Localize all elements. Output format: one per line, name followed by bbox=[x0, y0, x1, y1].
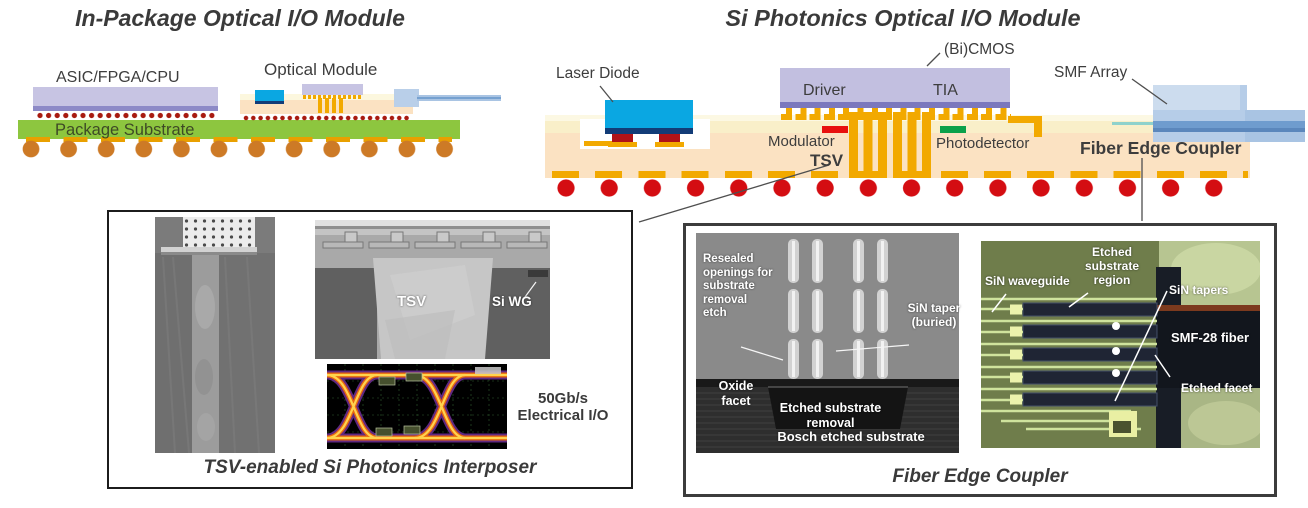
laser-pad bbox=[608, 142, 637, 147]
right-diagram-title: Si Photonics Optical I/O Module bbox=[725, 5, 1081, 31]
laser-diode-block bbox=[605, 100, 693, 128]
coupler-box-caption: Fiber Edge Coupler bbox=[892, 466, 1068, 487]
mini-cmos-chip bbox=[302, 84, 363, 95]
bicmos-chip bbox=[780, 68, 1010, 102]
sin-waveguide-pointer-line bbox=[991, 293, 1007, 313]
driver-label: Driver bbox=[803, 82, 846, 99]
laser-pad bbox=[655, 142, 684, 147]
etched-removal-label: Etched substrate removal bbox=[779, 401, 882, 430]
asic-microbumps bbox=[36, 112, 216, 120]
si-wg-structure bbox=[528, 270, 548, 277]
eye-rate-line1: 50Gb/s bbox=[537, 390, 589, 407]
smf-array-label: SMF Array bbox=[1054, 64, 1128, 81]
si-wg-pointer-line bbox=[524, 281, 537, 298]
fiber-core bbox=[1153, 121, 1305, 131]
optical-module-label: Optical Module bbox=[264, 60, 378, 79]
fiber-core-dark bbox=[1153, 128, 1305, 132]
asic-label: ASIC/FPGA/CPU bbox=[56, 69, 180, 86]
smf-array-lid bbox=[1153, 85, 1240, 110]
rf-trace-vertical bbox=[1034, 116, 1042, 137]
laser-diode-label: Laser Diode bbox=[556, 65, 640, 82]
mini-chip-bumps bbox=[303, 95, 362, 99]
tsv-waveguide-sem bbox=[315, 220, 550, 359]
sin-tapers-pointer-line bbox=[1114, 290, 1168, 402]
package-substrate-bar bbox=[18, 120, 460, 139]
laser-bump bbox=[612, 134, 633, 142]
interposer-box-caption: TSV-enabled Si Photonics Interposer bbox=[203, 457, 537, 478]
sin-waveguide-label: SiN waveguide bbox=[985, 274, 1070, 288]
mini-laser-diode bbox=[255, 90, 284, 101]
mini-laser-submount bbox=[255, 101, 284, 104]
bga-pads bbox=[26, 137, 452, 142]
interposer-pads bbox=[552, 171, 1248, 178]
laser-pointer-line bbox=[599, 85, 614, 103]
mini-fiber-core bbox=[417, 97, 501, 99]
etched-facet-pointer-line bbox=[1154, 354, 1171, 378]
waveguide-line bbox=[1112, 122, 1156, 125]
asic-chip bbox=[33, 87, 218, 106]
bicmos-label: (Bi)CMOS bbox=[944, 41, 1015, 58]
fiber-edge-coupler-label: Fiber Edge Coupler bbox=[1080, 138, 1242, 158]
interposer-box: TSV Si WG bbox=[107, 210, 633, 489]
etched-facet-label: Etched facet bbox=[1181, 381, 1253, 395]
eye-rate-line2: Electrical I/O bbox=[517, 407, 609, 424]
laser-diode-submount bbox=[605, 128, 693, 134]
modulator-block bbox=[822, 126, 848, 133]
mini-microbumps bbox=[243, 115, 411, 122]
bicmos-pointer-line bbox=[926, 52, 941, 67]
coupler-box: Resealed openings for substrate removal … bbox=[683, 223, 1277, 497]
left-diagram-title: In-Package Optical I/O Module bbox=[75, 5, 405, 31]
sin-taper-label: SiN taper (buried) bbox=[907, 301, 961, 330]
photodetector-block bbox=[940, 126, 966, 133]
resealed-pointer-line bbox=[740, 346, 784, 361]
tsv-callout-line bbox=[638, 164, 830, 223]
modulator-label: Modulator bbox=[768, 133, 835, 150]
resealed-label: Resealed openings for substrate removal … bbox=[703, 253, 773, 320]
bicmos-chip-edge bbox=[780, 102, 1010, 108]
coupler-microscope-image bbox=[981, 241, 1260, 448]
bga-balls bbox=[22, 140, 454, 158]
sin-tapers-label: SiN tapers bbox=[1169, 283, 1229, 297]
tsv-sem-label: TSV bbox=[397, 293, 427, 310]
sin-taper-pointer-line bbox=[835, 344, 910, 352]
smf28-label: SMF-28 fiber bbox=[1171, 330, 1250, 345]
laser-bump bbox=[659, 134, 680, 142]
tsv-label: TSV bbox=[810, 151, 844, 170]
coupler-sem-image bbox=[696, 233, 959, 453]
mini-fiber-block bbox=[394, 89, 419, 107]
mini-tsv-pillars bbox=[318, 98, 346, 113]
tia-label: TIA bbox=[933, 82, 958, 99]
rf-trace-horizontal bbox=[1008, 116, 1042, 123]
eye-diagram bbox=[327, 364, 507, 449]
eye-rate-label: 50Gb/s Electrical I/O bbox=[507, 390, 619, 424]
solder-balls bbox=[556, 179, 1248, 198]
etched-region-label: Etched substrate region bbox=[1084, 245, 1140, 288]
si-wg-label: Si WG bbox=[492, 294, 532, 309]
etched-region-pointer-line bbox=[1068, 292, 1089, 308]
chip-bump-stems bbox=[782, 108, 1010, 114]
tsv-cross-section-sem bbox=[155, 217, 275, 453]
package-substrate-label: Package Substrate bbox=[55, 121, 195, 139]
tsv-pillars bbox=[849, 112, 936, 178]
photodetector-label: Photodetector bbox=[936, 135, 1030, 152]
oxide-facet-label: Oxide facet bbox=[718, 379, 754, 408]
smf-pointer-line bbox=[1131, 78, 1168, 105]
asic-chip-edge bbox=[33, 106, 218, 111]
bosch-label: Bosch etched substrate bbox=[777, 429, 925, 444]
laser-cavity-pad bbox=[584, 141, 616, 146]
